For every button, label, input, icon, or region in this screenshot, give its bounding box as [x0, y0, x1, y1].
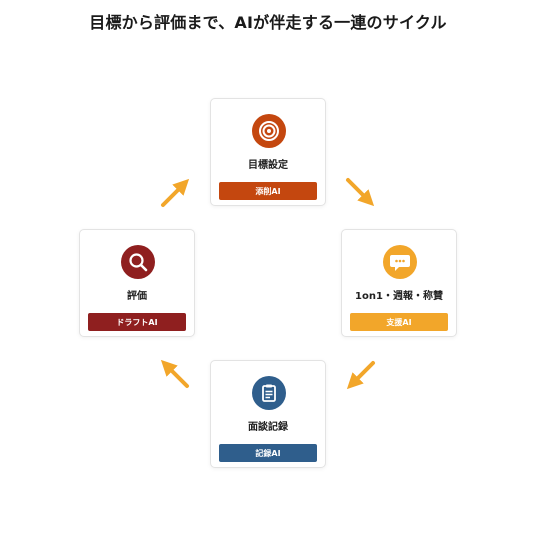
node-card-eval: 評価 ドラフトAI [79, 229, 195, 337]
arrow-oneon1-to-record [346, 361, 375, 390]
node-card-record: 面談記録 記録AI [210, 360, 326, 468]
node-label-record: 面談記録 [248, 422, 288, 433]
node-card-goal: 目標設定 添削AI [210, 98, 326, 206]
node-label-oneon1: 1on1・週報・称賛 [355, 291, 443, 302]
chat-bubble-icon [383, 245, 417, 279]
node-badge-goal: 添削AI [219, 182, 317, 200]
node-label-eval: 評価 [127, 291, 147, 302]
node-card-oneon1: 1on1・週報・称賛 支援AI [341, 229, 457, 337]
node-label-goal: 目標設定 [248, 160, 288, 171]
clipboard-icon [252, 376, 286, 410]
node-badge-eval: ドラフトAI [88, 313, 186, 331]
target-icon [252, 114, 286, 148]
node-badge-oneon1: 支援AI [350, 313, 448, 331]
arrow-record-to-eval [160, 359, 189, 388]
arrow-eval-to-goal [161, 178, 190, 207]
magnifier-icon [121, 245, 155, 279]
node-badge-record: 記録AI [219, 444, 317, 462]
page-title: 目標から評価まで、AIが伴走する一連のサイクル [89, 13, 447, 32]
arrow-goal-to-oneon1 [346, 178, 375, 207]
